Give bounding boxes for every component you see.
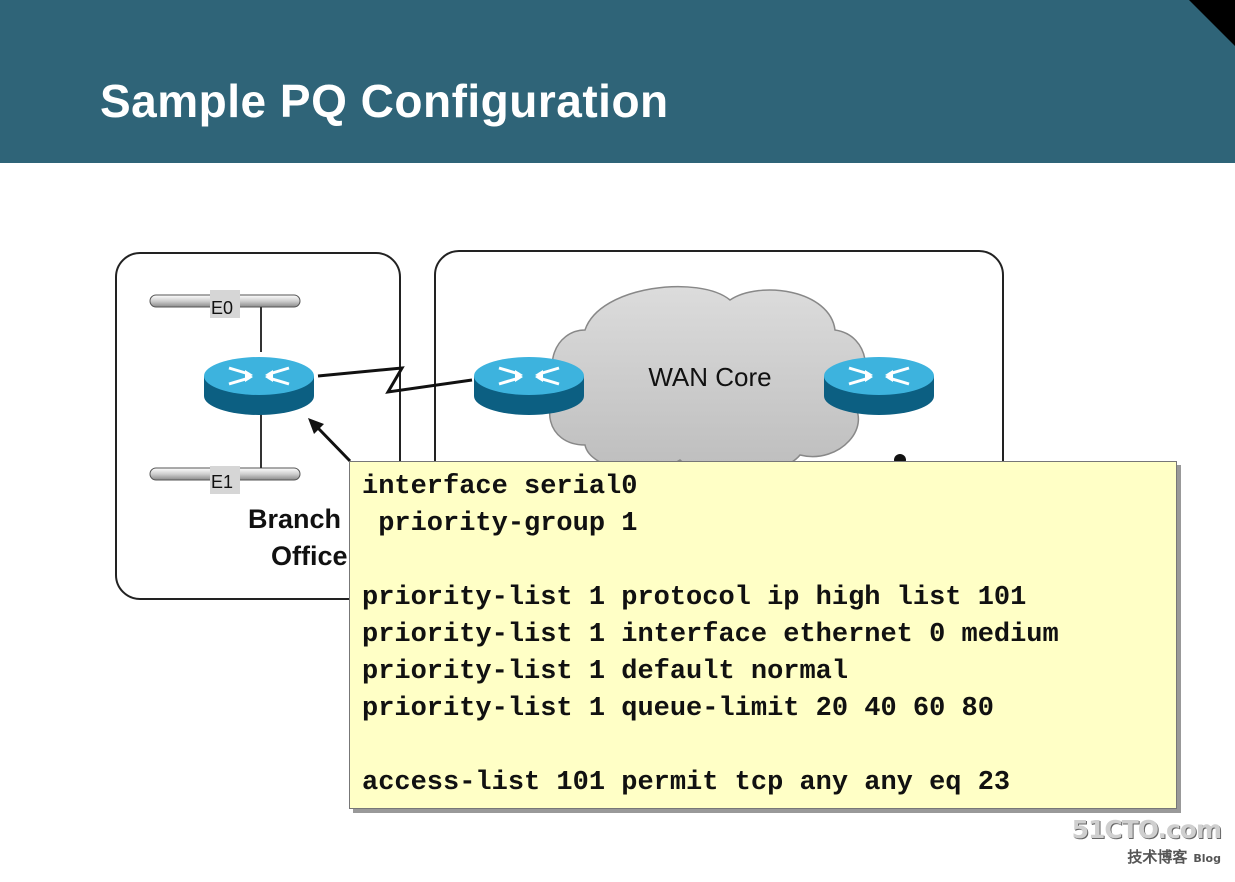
config-line: interface serial0 [362, 472, 638, 502]
config-line: access-list 101 permit tcp any any eq 23 [362, 768, 1011, 798]
wan-cloud [549, 285, 867, 476]
pointer-arrow [316, 426, 352, 463]
branch-office-box [115, 252, 401, 600]
watermark-sub: 技术博客 Blog [1072, 846, 1221, 867]
serial-link [317, 366, 473, 394]
config-box: interface serial0 priority-group 1 prior… [349, 461, 1177, 809]
e0-label: E0 [211, 298, 233, 318]
watermark-brand: 51CTO.com [1071, 815, 1222, 844]
config-line: priority-list 1 default normal [362, 657, 849, 687]
slide-header: Sample PQ Configuration [0, 0, 1235, 163]
wan-core-label: WAN Core [648, 362, 771, 392]
pointer-arrowhead [308, 418, 324, 434]
wan-router-right [822, 355, 936, 417]
wan-router-left [472, 355, 586, 417]
e1-label: E1 [211, 472, 233, 492]
branch-router [202, 355, 316, 417]
config-line: priority-group 1 [362, 509, 638, 539]
config-line: priority-list 1 queue-limit 20 40 60 80 [362, 694, 994, 724]
watermark-sub-text: 技术博客 [1127, 848, 1188, 866]
slide-title: Sample PQ Configuration [100, 75, 669, 127]
branch-label-line2: Office [271, 541, 348, 571]
watermark-blog: Blog [1193, 852, 1221, 865]
ethernet-segment-e1 [149, 466, 301, 494]
corner-decoration [1189, 0, 1235, 46]
ethernet-segment-e0 [149, 290, 301, 318]
branch-label-line1: Branch [248, 504, 341, 534]
config-line: priority-list 1 interface ethernet 0 med… [362, 620, 1059, 650]
config-line: priority-list 1 protocol ip high list 10… [362, 583, 1027, 613]
watermark: 51CTO.com 技术博客 Blog [1071, 815, 1222, 867]
